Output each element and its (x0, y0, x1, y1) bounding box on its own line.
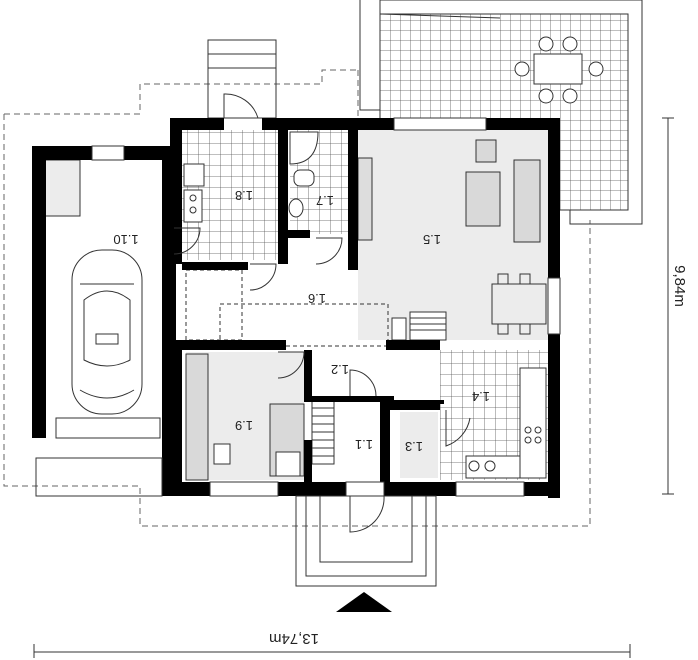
walls (32, 118, 560, 498)
living-furniture (357, 139, 547, 341)
garage (32, 146, 176, 439)
label-room-1-3: 1.3 (405, 439, 423, 454)
bathroom-fixtures (183, 163, 205, 223)
label-room-1-5: 1.5 (423, 232, 441, 247)
front-porch (35, 457, 437, 587)
dimension-lines (33, 117, 674, 658)
staircase (185, 269, 389, 465)
label-room-1-7: 1.7 (316, 193, 334, 208)
label-room-1-9: 1.9 (235, 418, 253, 433)
rear-steps (207, 39, 277, 119)
label-room-1-8: 1.8 (235, 188, 253, 203)
terrace-table (514, 36, 604, 104)
office-furniture (185, 353, 305, 481)
eaves-outline (3, 69, 591, 527)
entrance-arrow-icon (336, 592, 392, 612)
windows (91, 117, 561, 497)
room-1-3 (400, 412, 438, 478)
width-dimension-label: 13,74m (269, 630, 319, 647)
room-labels: 1.8 1.7 1.5 1.10 1.6 1.2 1.4 1.9 1.1 1.3 (113, 188, 490, 454)
doors (173, 93, 471, 533)
label-room-1-10: 1.10 (113, 232, 138, 247)
label-room-1-4: 1.4 (472, 389, 490, 404)
label-room-1-2: 1.2 (331, 362, 349, 377)
car-icon (71, 249, 143, 415)
label-room-1-6: 1.6 (308, 291, 326, 306)
depth-dimension-label: 9,84m (671, 265, 688, 307)
label-room-1-1: 1.1 (355, 437, 373, 452)
wc-fixtures (288, 131, 319, 218)
kitchen-fixtures (465, 367, 547, 479)
